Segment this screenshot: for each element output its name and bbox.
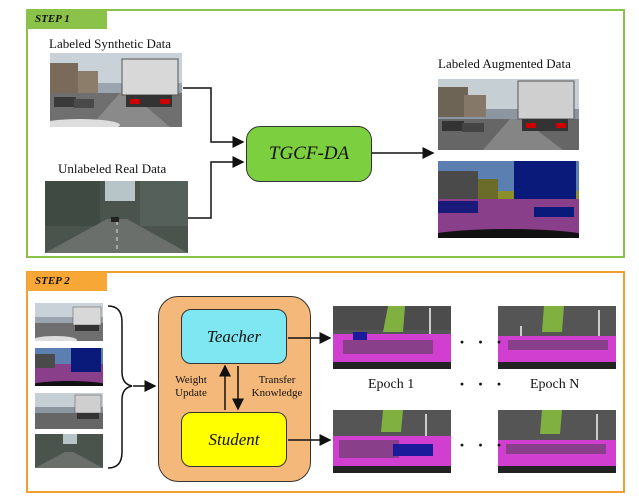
labeled-augmented-label: Labeled Augmented Data xyxy=(438,56,571,71)
input-thumb-synthetic xyxy=(35,303,103,341)
transfer-knowledge-line2: Knowledge xyxy=(251,387,303,399)
weight-update-label: Weight Update xyxy=(166,374,216,400)
input-thumb-real xyxy=(35,434,103,468)
ellipsis-top: · · · xyxy=(459,332,507,352)
labeled-synthetic-label: Labeled Synthetic Data xyxy=(49,36,172,51)
input-brace xyxy=(107,305,133,469)
real-image xyxy=(45,181,188,253)
tgcf-da-box: TGCF-DA xyxy=(246,126,372,182)
synthetic-to-tgcf-arrow xyxy=(183,87,245,148)
teacher-epoch1-output xyxy=(333,306,451,369)
augmented-image xyxy=(438,79,579,150)
epoch-1-label: Epoch 1 xyxy=(368,377,415,392)
step2-panel xyxy=(26,271,625,493)
teacher-box: Teacher xyxy=(181,309,287,364)
real-to-tgcf-arrow xyxy=(188,156,245,219)
weight-update-line1: Weight xyxy=(175,374,207,386)
ellipsis-middle: · · · xyxy=(459,374,507,394)
transfer-knowledge-line1: Transfer xyxy=(258,374,296,386)
augmented-label-map xyxy=(438,161,579,238)
teacher-epochN-output xyxy=(498,306,616,369)
weight-update-line2: Update xyxy=(175,387,207,399)
epoch-n-label: Epoch N xyxy=(530,377,580,392)
step1-tag: STEP 1 xyxy=(27,10,107,29)
step1-panel xyxy=(26,9,625,258)
ellipsis-bottom: · · · xyxy=(459,435,507,455)
input-thumb-augmented xyxy=(35,393,103,429)
transfer-knowledge-label: Transfer Knowledge xyxy=(244,374,310,400)
input-thumb-labelmap xyxy=(35,348,103,386)
step2-tag: STEP 2 xyxy=(27,272,107,291)
synthetic-image xyxy=(50,53,182,127)
student-epoch1-output xyxy=(333,410,451,473)
student-box: Student xyxy=(181,412,287,467)
student-epochN-output xyxy=(498,410,616,473)
unlabeled-real-label: Unlabeled Real Data xyxy=(58,161,167,176)
